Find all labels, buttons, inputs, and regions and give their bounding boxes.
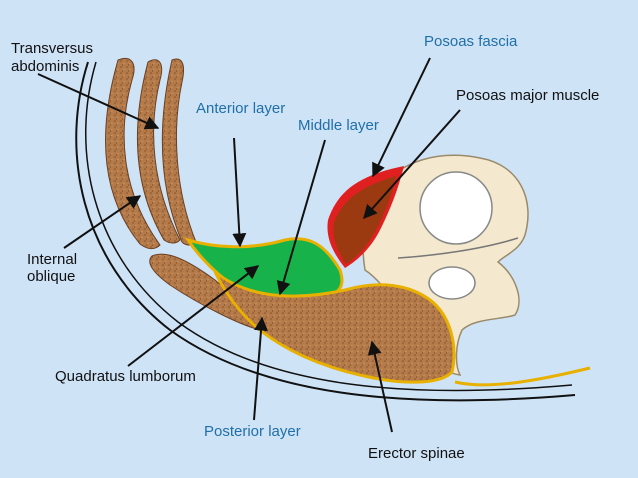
arrow-middle: [276, 139, 326, 296]
label-transversus-2: abdominis: [11, 58, 80, 75]
label-psoas-major: Posoas major muscle: [456, 87, 600, 104]
muscle-strip-middle: [137, 59, 181, 244]
label-posterior-layer: Posterior layer: [204, 423, 301, 440]
arrow-psoas-major: [363, 109, 461, 220]
label-anterior-layer: Anterior layer: [196, 100, 286, 117]
skin-outer-line: [75, 61, 576, 402]
label-quadratus: Quadratus lumborum: [55, 368, 196, 385]
label-internal-1: Internal: [27, 251, 78, 268]
label-transversus-1: Transversus: [11, 40, 93, 57]
arrow-erector: [367, 340, 393, 433]
psoas-major-shape: [333, 176, 396, 264]
arrow-internal-oblique: [63, 195, 142, 249]
label-erector-spinae: Erector spinae: [368, 445, 465, 462]
label-internal-2: oblique: [27, 268, 76, 285]
spinal-canal: [428, 266, 476, 300]
arrow-transversus: [37, 73, 160, 130]
arrow-quadratus: [127, 265, 260, 367]
disc-line: [397, 237, 519, 259]
skin-inner-line: [85, 61, 573, 392]
arrow-psoas-fascia: [372, 57, 431, 178]
vertebral-body-circle: [419, 171, 493, 245]
muscle-strip-outer: [105, 57, 161, 250]
arrow-anterior: [232, 137, 247, 248]
arrow-posterior: [253, 316, 268, 421]
label-middle-layer: Middle layer: [298, 117, 379, 134]
quadratus-muscle: [213, 270, 456, 384]
posterior-fascia-line: [454, 366, 591, 387]
label-psoas-fascia: Posoas fascia: [424, 33, 518, 50]
